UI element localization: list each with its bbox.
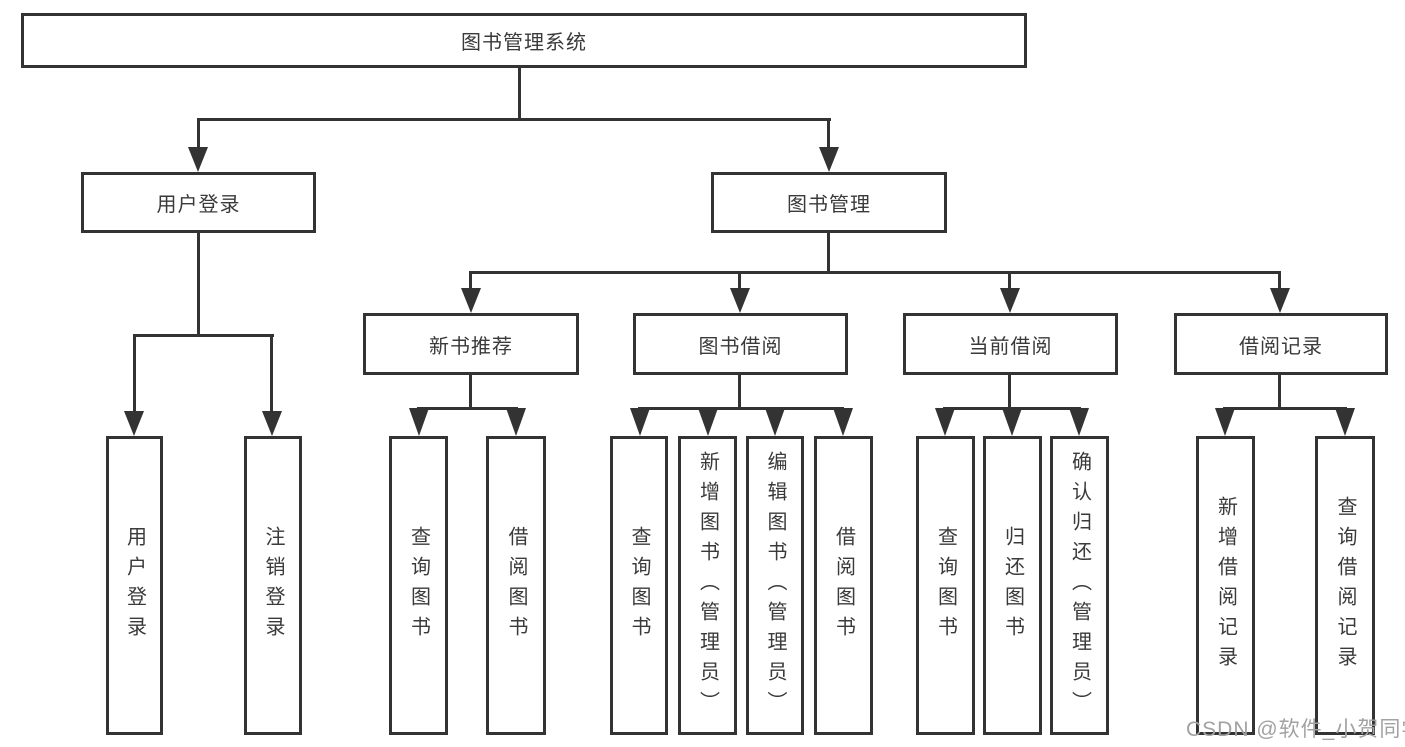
node-new-book-recommend: 新书推荐 (363, 313, 579, 375)
connector-split-user-login (133, 334, 274, 337)
connector-split (638, 407, 844, 410)
connector-drop (1008, 271, 1011, 292)
leaf-query-borrow-record: 查询借阅记录 (1315, 436, 1375, 735)
connector-drop (133, 334, 136, 414)
connector-split (1223, 407, 1347, 410)
node-user-login-label: 用户登录 (156, 194, 241, 216)
leaf-add-borrow-record: 新增借阅记录 (1196, 436, 1255, 735)
leaf-borrow-books-recommend: 借阅图书 (486, 436, 546, 735)
connector-drop-user-login (197, 118, 200, 150)
connector-split (417, 407, 518, 410)
arrowhead-down-icon (935, 408, 955, 436)
csdn-watermark: CSDN @软件_小贺同学 (1186, 718, 1405, 741)
leaf-edit-books-admin: 编辑图书（管理员） (746, 436, 804, 735)
connector-drop (738, 271, 741, 292)
connector-stem (1278, 375, 1281, 409)
connector-stem (1008, 375, 1011, 409)
node-root-label: 图书管理系统 (461, 32, 587, 54)
node-borrow-records-label: 借阅记录 (1239, 335, 1323, 358)
leaf-query-books-recommend: 查询图书 (389, 436, 448, 735)
leaf-label: 借阅图书 (832, 525, 855, 646)
leaf-label: 查询图书 (934, 525, 957, 646)
leaf-label: 确认归还（管理员） (1068, 450, 1091, 721)
leaf-label: 用户登录 (123, 525, 146, 646)
connector-split-level1 (197, 118, 831, 121)
arrowhead-down-icon (833, 408, 853, 436)
node-book-borrow-label: 图书借阅 (698, 335, 783, 358)
node-current-borrow-label: 当前借阅 (968, 335, 1053, 358)
arrowhead-down-icon (409, 408, 429, 436)
connector-drop (469, 271, 472, 292)
arrowhead-down-icon (1002, 408, 1022, 436)
arrowhead-down-icon (1215, 408, 1235, 436)
connector-stem (738, 375, 741, 409)
node-book-borrow: 图书借阅 (633, 313, 848, 375)
node-user-login: 用户登录 (81, 172, 316, 233)
arrowhead-down-icon (730, 288, 750, 313)
node-root: 图书管理系统 (21, 13, 1027, 68)
arrowhead-down-icon (506, 408, 526, 436)
arrowhead-down-icon (262, 411, 282, 436)
arrowhead-down-icon (1069, 408, 1089, 436)
node-current-borrow: 当前借阅 (903, 313, 1118, 375)
connector-drop-book-mgmt (827, 118, 830, 150)
leaf-add-books-admin: 新增图书（管理员） (678, 436, 737, 735)
connector-drop (270, 334, 273, 414)
leaf-query-books-current: 查询图书 (916, 436, 975, 735)
connector-user-login-stem (197, 233, 200, 337)
connector-book-mgmt-stem (827, 233, 830, 274)
leaf-label: 新增借阅记录 (1214, 495, 1237, 676)
arrowhead-down-icon (1000, 288, 1020, 313)
connector-root-stem (518, 68, 521, 119)
arrowhead-down-icon (1270, 288, 1290, 313)
leaf-label: 注销登录 (262, 525, 284, 646)
node-new-book-recommend-label: 新书推荐 (429, 335, 513, 358)
node-book-mgmt: 图书管理 (711, 172, 947, 233)
arrowhead-down-icon (630, 408, 650, 436)
leaf-label: 新增图书（管理员） (696, 450, 719, 721)
leaf-return-books: 归还图书 (983, 436, 1042, 735)
arrowhead-down-icon (124, 411, 144, 436)
arrowhead-down-icon (698, 408, 718, 436)
leaf-confirm-return-admin: 确认归还（管理员） (1050, 436, 1109, 735)
leaf-label: 编辑图书（管理员） (764, 450, 786, 721)
arrowhead-down-icon (461, 288, 481, 313)
connector-drop (1278, 271, 1281, 292)
leaf-label: 查询借阅记录 (1334, 495, 1356, 676)
arrowhead-down-icon (188, 147, 208, 172)
leaf-query-books-borrow: 查询图书 (610, 436, 668, 735)
leaf-label: 归还图书 (1001, 525, 1024, 646)
connector-split-level3 (469, 271, 1281, 274)
connector-stem (469, 375, 472, 409)
leaf-user-login: 用户登录 (106, 436, 163, 735)
leaf-logout: 注销登录 (244, 436, 302, 735)
leaf-label: 查询图书 (628, 525, 650, 646)
arrowhead-down-icon (765, 408, 785, 436)
leaf-label: 借阅图书 (505, 525, 527, 646)
leaf-label: 查询图书 (407, 525, 430, 646)
node-book-mgmt-label: 图书管理 (787, 194, 871, 216)
arrowhead-down-icon (819, 147, 839, 172)
leaf-borrow-books: 借阅图书 (814, 436, 873, 735)
arrowhead-down-icon (1335, 408, 1355, 436)
node-borrow-records: 借阅记录 (1174, 313, 1388, 375)
